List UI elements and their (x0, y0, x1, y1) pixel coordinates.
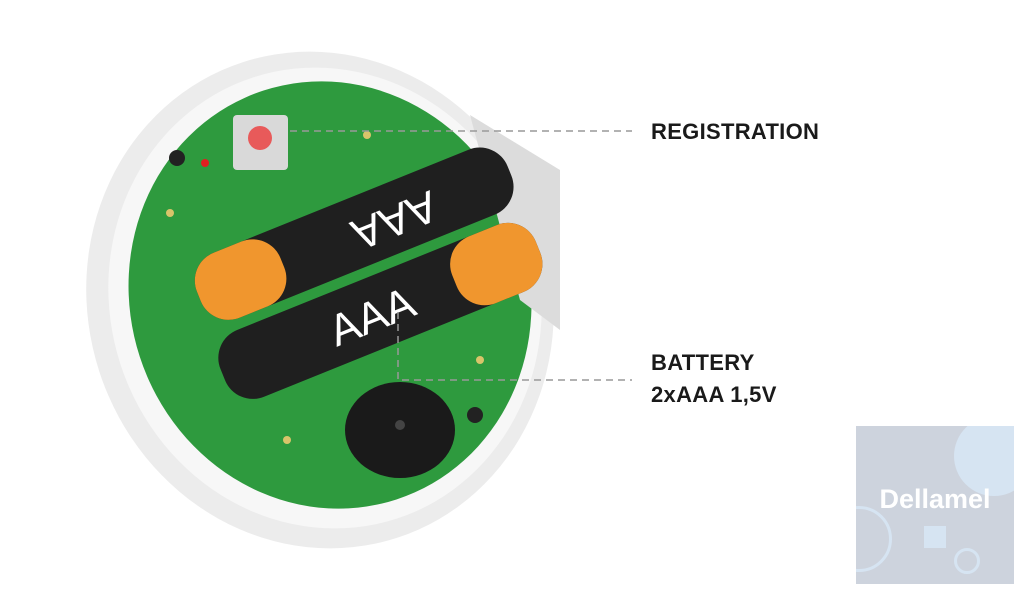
battery-label: BATTERY (651, 350, 755, 375)
watermark-text: Dellamel (879, 484, 991, 514)
callout-lines (290, 130, 632, 381)
watermark: Dellamel (856, 426, 1014, 584)
registration-label: REGISTRATION (651, 119, 820, 144)
registration-button (201, 115, 288, 170)
buzzer (345, 382, 455, 478)
battery-spec-label: 2xAAA 1,5V (651, 382, 777, 407)
screws (166, 131, 484, 444)
battery-bottom: AAA (218, 222, 543, 399)
